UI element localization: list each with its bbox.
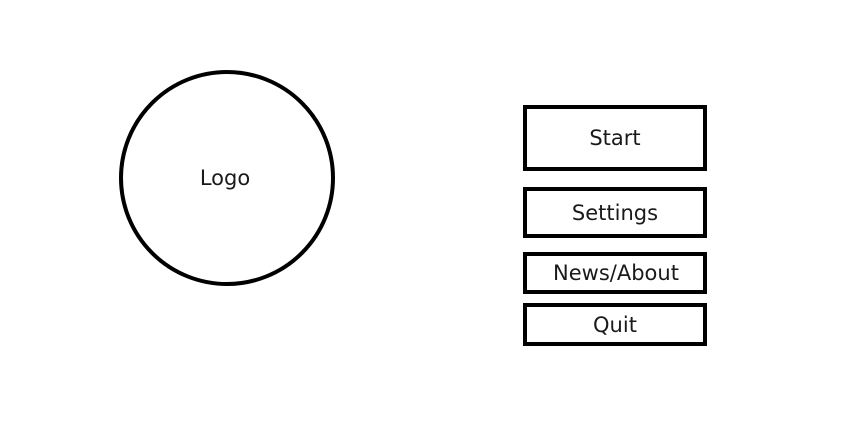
settings-button-label: Settings — [571, 200, 659, 225]
news-about-button[interactable]: News/About — [523, 252, 707, 294]
start-button[interactable]: Start — [523, 105, 707, 171]
settings-button[interactable]: Settings — [523, 187, 707, 238]
quit-button-label: Quit — [593, 312, 637, 337]
quit-button[interactable]: Quit — [523, 303, 707, 346]
start-button-label: Start — [589, 126, 641, 150]
logo-label: Logo — [199, 166, 251, 190]
logo-placeholder: Logo — [119, 70, 335, 286]
news-about-button-label: News/About — [553, 261, 679, 285]
